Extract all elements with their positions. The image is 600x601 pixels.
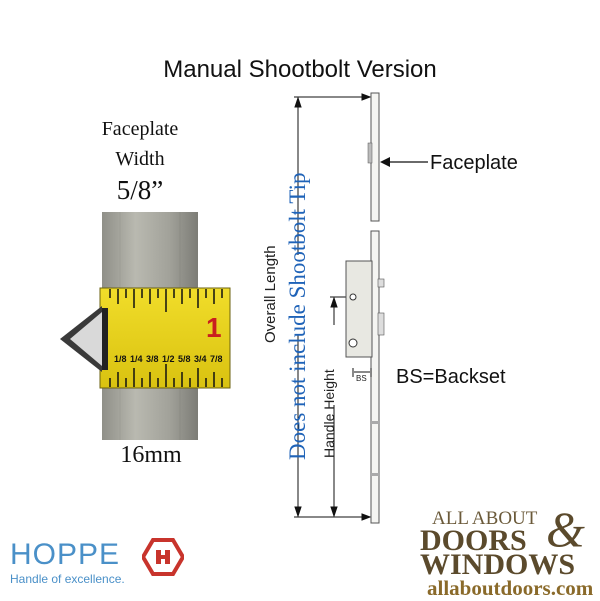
tape-ticks-bottom bbox=[109, 364, 223, 387]
faceplate-width-label: Faceplate bbox=[101, 118, 179, 140]
backset-dimension bbox=[352, 368, 372, 377]
tape-fraction-2: 1/4 bbox=[130, 354, 143, 364]
page-title: Manual Shootbolt Version bbox=[163, 56, 437, 83]
overall-length-dimension bbox=[294, 93, 372, 521]
tape-measure-photo: 1 1/8 1/4 3/8 1/2 5/8 3/4 7/8 bbox=[60, 212, 231, 440]
aad-logo-line1: ALL ABOUT bbox=[432, 508, 538, 529]
backset-callout: BS=Backset bbox=[396, 366, 506, 388]
shootbolt-tip-note: Does not include Shootbolt Tip bbox=[285, 172, 310, 460]
tape-fraction-6: 3/4 bbox=[194, 354, 207, 364]
tape-fractions: 1/8 1/4 3/8 1/2 5/8 3/4 7/8 bbox=[114, 354, 223, 364]
aad-logo-line2: DOORS bbox=[420, 524, 527, 557]
faceplate-width-inches: 5/8” bbox=[116, 175, 164, 205]
tape-big-number: 1 bbox=[206, 312, 222, 343]
faceplate-callout: Faceplate bbox=[430, 152, 518, 174]
lock-diagram bbox=[294, 92, 385, 524]
overall-length-label: Overall Length bbox=[262, 245, 279, 343]
hoppe-tagline: Handle of excellence. bbox=[10, 572, 125, 586]
tape-fraction-3: 3/8 bbox=[146, 354, 159, 364]
aad-logo-ampersand: & bbox=[546, 501, 585, 557]
tape-blade bbox=[99, 287, 231, 389]
handle-height-dimension bbox=[330, 296, 355, 518]
tape-fraction-4: 1/2 bbox=[162, 354, 175, 364]
faceplate-callout-arrow bbox=[380, 157, 428, 167]
handle-height-label: Handle Height bbox=[321, 369, 337, 458]
tape-fraction-5: 5/8 bbox=[178, 354, 191, 364]
backset-small-label: BS bbox=[356, 374, 367, 383]
faceplate-width-label-2: Width bbox=[115, 148, 165, 170]
tape-fraction-7: 7/8 bbox=[210, 354, 223, 364]
aad-logo-url: allaboutdoors.com bbox=[427, 576, 594, 600]
tape-ticks-top bbox=[109, 289, 223, 312]
aad-logo-line3: WINDOWS bbox=[420, 548, 576, 581]
tape-fraction-1: 1/8 bbox=[114, 354, 127, 364]
hoppe-logo: HOPPE bbox=[10, 538, 121, 571]
faceplate-width-mm: 16mm bbox=[120, 442, 182, 468]
hoppe-hex-icon bbox=[142, 538, 184, 576]
